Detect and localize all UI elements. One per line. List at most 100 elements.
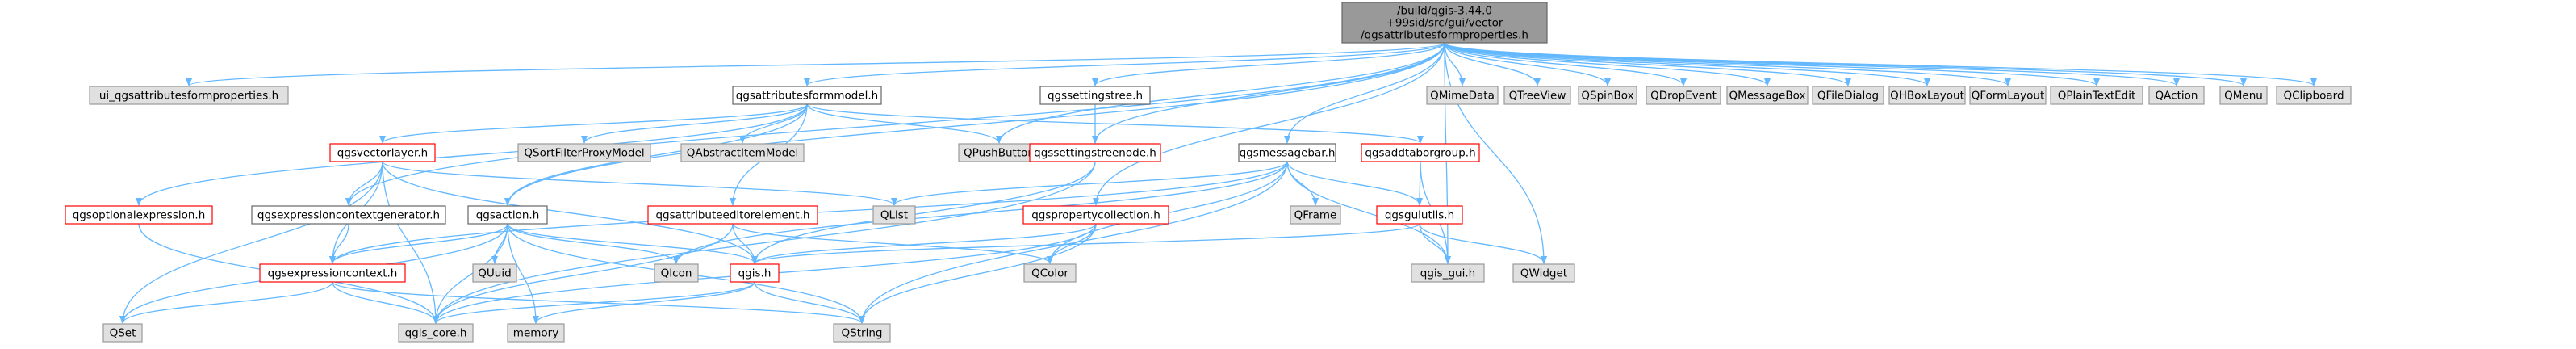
edge-path	[1444, 42, 1851, 86]
edge-vectorlayer-to-QList	[382, 161, 897, 206]
edge-formmodel-to-vectorlayer	[379, 103, 808, 144]
edge-path	[859, 223, 1097, 324]
node-memory[interactable]: memory	[507, 323, 565, 343]
node-qlist[interactable]: QList	[872, 205, 916, 225]
edge-formmodel-to-action	[504, 103, 808, 206]
edge-root-to-settingstree	[1092, 42, 1445, 86]
node-box	[872, 205, 916, 225]
node-root-qgsattributesformproperties[interactable]: /build/qgis-3.44.0+99sid/src/gui/vector/…	[1341, 2, 1548, 44]
node-qaction[interactable]: QAction	[2148, 86, 2205, 105]
node-label: qgsaddtaborgroup.h	[1365, 147, 1475, 160]
edge-path	[504, 42, 1445, 206]
node-qtreeview[interactable]: QTreeView	[1503, 86, 1571, 105]
node-qgspropertycollection-h[interactable]: qgspropertycollection.h	[1022, 205, 1169, 225]
node-qicon[interactable]: QIcon	[654, 263, 699, 283]
node-qgsattributesformmodel-h[interactable]: qgsattributesformmodel.h	[732, 86, 882, 105]
node-qmimedata[interactable]: QMimeData	[1426, 86, 1499, 105]
node-qsortfilterproxymodel[interactable]: QSortFilterProxyModel	[517, 143, 651, 162]
node-ui-qgsattributesformproperties-h[interactable]: ui_qgsattributesformproperties.h	[89, 86, 289, 105]
edge-path	[1419, 223, 1451, 264]
edge-path	[507, 223, 539, 324]
node-qgsaction-h[interactable]: qgsaction.h	[467, 205, 548, 225]
edge-path	[891, 161, 1288, 206]
node-qclipboard[interactable]: QClipboard	[2276, 86, 2352, 105]
node-box	[1023, 263, 1077, 283]
node-qcolor[interactable]: QColor	[1023, 263, 1077, 283]
edge-path	[1092, 42, 1445, 86]
node-qgis-h[interactable]: qgis.h	[730, 263, 780, 283]
node-qgsoptionalexpression-h[interactable]: qgsoptionalexpression.h	[65, 205, 213, 225]
node-box	[1039, 86, 1151, 105]
edge-path	[751, 223, 1420, 264]
node-qgsexpressioncontext-h[interactable]: qgsexpressioncontext.h	[259, 263, 406, 283]
node-qgsexpressioncontextgenerator-h[interactable]: qgsexpressioncontextgenerator.h	[251, 205, 446, 225]
node-qstring[interactable]: QString	[833, 323, 891, 343]
node-qgsattributeeditorelement-h[interactable]: qgsattributeeditorelement.h	[647, 205, 818, 225]
node-qgis-core-h[interactable]: qgis_core.h	[398, 323, 474, 343]
node-qplaintextedit[interactable]: QPlainTextEdit	[2050, 86, 2143, 105]
node-qpushbutton[interactable]: QPushButton	[958, 143, 1040, 162]
edge-action-to-qgis_core	[433, 223, 508, 324]
node-qgsaddtaborgroup-h[interactable]: qgsaddtaborgroup.h	[1361, 143, 1480, 162]
node-qmessagebox[interactable]: QMessageBox	[1726, 86, 1809, 105]
node-label: QSpinBox	[1581, 90, 1633, 103]
node-qformlayout[interactable]: QFormLayout	[1969, 86, 2047, 105]
edge-root-to-QDropEvent	[1444, 42, 1687, 86]
edge-path	[1286, 161, 1423, 206]
node-label: QHBoxLayout	[1890, 90, 1964, 103]
node-qgsguiutils-h[interactable]: qgsguiutils.h	[1376, 205, 1463, 225]
edge-path	[1444, 42, 1611, 86]
node-qfiledialog[interactable]: QFileDialog	[1812, 86, 1884, 105]
edge-path	[996, 42, 1445, 144]
node-qgssettingstree-h[interactable]: qgssettingstree.h	[1039, 86, 1151, 105]
edge-messagebar-to-guiutils	[1286, 161, 1423, 206]
node-qspinbox[interactable]: QSpinBox	[1578, 86, 1637, 105]
node-box	[1812, 86, 1884, 105]
node-qmenu[interactable]: QMenu	[2219, 86, 2268, 105]
edge-path	[382, 161, 439, 324]
node-label: qgis_gui.h	[1420, 267, 1475, 280]
node-qdropevent[interactable]: QDropEvent	[1646, 86, 1721, 105]
node-quuid[interactable]: QUuid	[472, 263, 517, 283]
edge-root-to-exprctxgen	[345, 42, 1445, 206]
edge-root-to-QClipboard	[1444, 42, 2317, 86]
node-box	[1726, 86, 1809, 105]
edge-path	[382, 161, 758, 264]
node-label: QColor	[1031, 267, 1068, 280]
edge-root-to-propertycollection	[1093, 42, 1445, 206]
node-qwidget[interactable]: QWidget	[1512, 263, 1575, 283]
node-qgsmessagebar-h[interactable]: qgsmessagebar.h	[1238, 143, 1336, 162]
edge-action-to-QIcon	[507, 223, 680, 264]
edge-path	[433, 161, 1096, 324]
edge-path	[433, 223, 734, 324]
node-box	[680, 143, 805, 162]
node-qgsvectorlayer-h[interactable]: qgsvectorlayer.h	[329, 143, 436, 162]
node-label: qgsexpressioncontext.h	[268, 267, 398, 280]
node-qgis-gui-h[interactable]: qgis_gui.h	[1411, 263, 1485, 283]
edge-root-to-ui_props	[186, 42, 1445, 86]
edge-path	[751, 161, 1096, 264]
edge-path	[739, 103, 808, 144]
node-label: QMimeData	[1430, 90, 1495, 103]
node-label: QList	[880, 209, 908, 222]
node-label: QMenu	[2224, 90, 2263, 103]
node-label: QAbstractItemModel	[687, 147, 799, 160]
edge-path	[804, 42, 1445, 86]
edge-path	[186, 42, 1445, 86]
node-box	[732, 86, 882, 105]
edge-path	[379, 103, 808, 144]
node-qhboxlayout[interactable]: QHBoxLayout	[1888, 86, 1966, 105]
edge-path	[533, 281, 755, 324]
node-qframe[interactable]: QFrame	[1290, 205, 1341, 225]
node-label: QPushButton	[964, 147, 1035, 160]
edge-root-to-QFormLayout	[1444, 42, 2011, 86]
node-label: ui_qgsattributesformproperties.h	[99, 90, 278, 103]
edge-path	[859, 161, 1288, 324]
node-label: memory	[513, 327, 558, 340]
node-qgssettingstreenode-h[interactable]: qgssettingstreenode.h	[1029, 143, 1161, 162]
node-qabstractitemmodel[interactable]: QAbstractItemModel	[680, 143, 805, 162]
edge-messagebar-to-QString	[859, 161, 1288, 324]
node-qset[interactable]: QSet	[102, 323, 143, 343]
edge-root-to-QAction	[1444, 42, 2180, 86]
edge-path	[1444, 42, 2011, 86]
